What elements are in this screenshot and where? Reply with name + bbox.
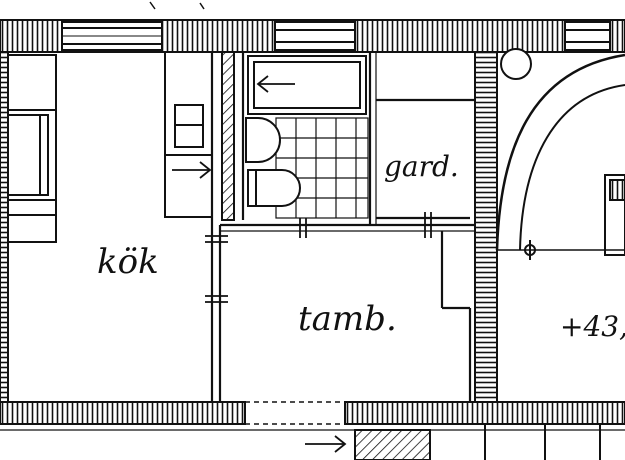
kitchen-fixtures <box>164 51 235 221</box>
door-marks <box>205 212 432 303</box>
room-label-hall: tamb. <box>298 299 397 339</box>
bottom-wall <box>0 401 625 460</box>
right-wall <box>474 48 625 403</box>
room-label-closet: gard. <box>384 150 459 183</box>
interior-walls <box>210 52 475 402</box>
bathroom <box>245 55 369 219</box>
top-wall <box>0 19 625 53</box>
top-scribble <box>149 1 205 10</box>
left-wall <box>0 51 57 403</box>
arrow-right-icon <box>305 435 347 453</box>
arrow-right-icon <box>172 161 212 179</box>
room-label-kitchen: kök <box>97 242 159 282</box>
elevation-label: +43, <box>560 310 625 343</box>
arrow-left-icon <box>256 75 295 93</box>
